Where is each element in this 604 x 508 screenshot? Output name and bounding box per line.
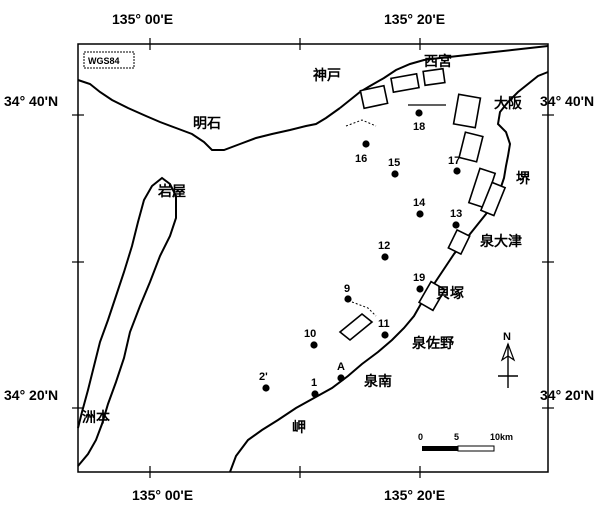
- station-label: A: [337, 361, 345, 373]
- station-18: 18: [413, 109, 425, 133]
- station-label: 15: [388, 157, 400, 169]
- station-19: 19: [413, 272, 425, 293]
- north-arrow-label: N: [503, 331, 511, 343]
- lon-label-bottom-135-00: 135° 00'E: [132, 487, 193, 503]
- station-marker: [453, 167, 461, 175]
- place-sakai: 堺: [516, 170, 531, 186]
- station-label: 11: [378, 318, 390, 330]
- place-kaizuka: 貝塚: [436, 285, 464, 301]
- station-marker: [452, 221, 460, 229]
- station-10: 10: [304, 328, 318, 349]
- station-label: 19: [413, 272, 425, 284]
- lat-label-left-34-20: 34° 20'N: [4, 387, 58, 403]
- place-nishinomiya: 西宮: [424, 53, 452, 69]
- scale-tick-0: 0: [418, 432, 423, 442]
- lon-label-bottom-135-20: 135° 20'E: [384, 487, 445, 503]
- station-label: 16: [355, 153, 367, 165]
- station-13: 13: [450, 208, 462, 229]
- scale-tick-5: 5: [454, 432, 459, 442]
- port-islands: [338, 67, 507, 342]
- place-osaka: 大阪: [494, 95, 523, 111]
- station-11: 11: [378, 318, 390, 339]
- lon-label-top-135-00: 135° 00'E: [112, 11, 173, 27]
- mainland-coast: [229, 71, 549, 473]
- lat-label-left-34-40: 34° 40'N: [4, 93, 58, 109]
- station-label: 9: [344, 283, 350, 295]
- station-label: 10: [304, 328, 316, 340]
- station-marker: [344, 295, 352, 303]
- place-iwaya: 岩屋: [157, 183, 186, 199]
- station-16: 16: [355, 140, 370, 165]
- station-marker: [416, 285, 424, 293]
- station-label: 17: [448, 155, 460, 167]
- north-arrow: N: [498, 331, 518, 388]
- place-izumisano: 泉佐野: [412, 335, 454, 351]
- station-marker: [381, 253, 389, 261]
- scale-bar: 0 5 10km: [418, 432, 513, 452]
- station-marker: [381, 331, 389, 339]
- station-label: 14: [413, 197, 426, 209]
- station-marker: [262, 384, 270, 392]
- awaji-island-coast: [77, 79, 341, 467]
- station-marker: [391, 170, 399, 178]
- station-17: 17: [448, 155, 461, 175]
- dotted-channel-airport: [351, 301, 377, 317]
- datum-badge-box: [83, 51, 135, 69]
- lat-label-right-34-20: 34° 20'N: [540, 387, 594, 403]
- station-label: 13: [450, 208, 462, 220]
- station-marker: [415, 109, 423, 117]
- place-sumoto: 洲本: [82, 409, 111, 425]
- station-marker: [311, 390, 319, 398]
- scale-tick-10km: 10km: [490, 432, 513, 442]
- station-marker: [310, 341, 318, 349]
- station-label: 1: [311, 377, 317, 389]
- scale-bar-segment-white: [457, 445, 495, 452]
- place-sennan: 泉南: [364, 373, 392, 389]
- station-15: 15: [388, 157, 400, 178]
- station-9: 9: [344, 283, 352, 303]
- place-akashi: 明石: [193, 115, 221, 131]
- station-1: 1: [311, 377, 319, 398]
- place-kobe: 神戸: [313, 67, 341, 83]
- station-label: 12: [378, 240, 390, 252]
- station-A: A: [337, 361, 345, 382]
- station-marker: [416, 210, 424, 218]
- station-label: 18: [413, 121, 425, 133]
- station-2-prime: 2': [259, 371, 270, 392]
- station-label: 2': [259, 371, 268, 383]
- place-misaki: 岬: [292, 419, 306, 435]
- lat-label-right-34-40: 34° 40'N: [540, 93, 594, 109]
- frame-ticks: [72, 38, 554, 478]
- scale-bar-segment-black: [422, 446, 458, 451]
- datum-badge: WGS84: [88, 56, 120, 66]
- lon-label-top-135-20: 135° 20'E: [384, 11, 445, 27]
- station-marker: [362, 140, 370, 148]
- station-marker: [337, 374, 345, 382]
- dotted-channel-kobe: [345, 119, 377, 127]
- station-12: 12: [378, 240, 390, 261]
- station-14: 14: [413, 197, 426, 218]
- place-izumiotsu: 泉大津: [480, 233, 522, 249]
